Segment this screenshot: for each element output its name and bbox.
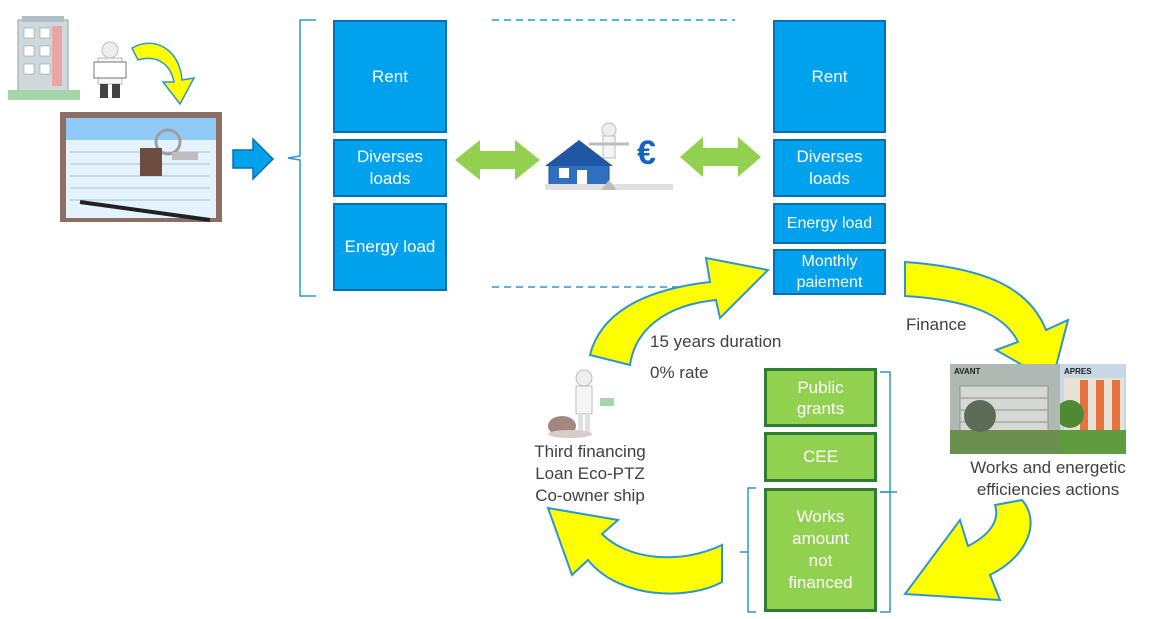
- yellow-arrow-works: [903, 498, 1032, 602]
- works-not-financed-box: Works amount not financed: [764, 488, 877, 612]
- monthly-payment-box: Monthly paiement: [773, 249, 886, 295]
- works-efficiency-label: Works and energetic efficiencies actions: [948, 457, 1148, 501]
- works-not-financed-label: Works amount not financed: [788, 507, 853, 592]
- balance-illustration: €: [545, 120, 673, 196]
- left-rent-box: Rent: [333, 20, 447, 133]
- left-diverses-loads-box: Diverses loads: [333, 139, 447, 197]
- left-brace: [287, 19, 316, 297]
- finance-label: Finance: [906, 315, 967, 334]
- right-brace-grants: [880, 371, 891, 493]
- left-diverses-loads-label: Diverses loads: [356, 147, 424, 188]
- cee-label: CEE: [803, 447, 838, 466]
- third-financing-line2: Loan Eco-PTZ: [535, 464, 645, 483]
- building-illustration: [8, 6, 98, 102]
- investor-illustration: [540, 368, 620, 440]
- yellow-arrow-finance: [904, 260, 1070, 384]
- rent-receipt-photo: [60, 112, 222, 222]
- person-reading-illustration: [88, 40, 138, 100]
- green-double-arrow-right: [680, 137, 761, 177]
- blue-right-arrow: [232, 137, 275, 181]
- right-diverses-loads-box: Diverses loads: [773, 139, 886, 197]
- monthly-payment-label: Monthly paiement: [796, 253, 863, 291]
- left-energy-load-label: Energy load: [344, 237, 436, 256]
- loan-duration-label: 15 years duration: [650, 332, 782, 351]
- yellow-arrow-repay: [588, 256, 771, 367]
- third-financing-label: Third financing Loan Eco-PTZ Co-owner sh…: [520, 441, 660, 507]
- third-financing-line3: Co-owner ship: [535, 486, 645, 505]
- works-label-line1: Works and energetic: [970, 458, 1126, 477]
- after-building-photo: APRES: [1060, 364, 1126, 454]
- public-grants-box: Public grants: [764, 368, 877, 427]
- left-rent-label: Rent: [372, 66, 408, 86]
- right-diverses-loads-label: Diverses loads: [796, 147, 863, 188]
- right-energy-load-box: Energy load: [773, 203, 886, 244]
- left-energy-load-box: Energy load: [333, 203, 447, 291]
- loan-rate-label: 0% rate: [650, 363, 709, 382]
- before-photo-label: AVANT: [954, 367, 980, 376]
- works-label-line2: efficiencies actions: [976, 480, 1120, 499]
- before-building-photo: AVANT: [950, 364, 1060, 454]
- yellow-arrow-loan: [546, 506, 723, 595]
- public-grants-label: Public grants: [796, 377, 845, 418]
- svg-text:€: €: [637, 134, 656, 172]
- green-double-arrow-left: [455, 140, 540, 180]
- cee-box: CEE: [764, 432, 877, 482]
- right-rent-box: Rent: [773, 20, 886, 133]
- right-energy-load-label: Energy load: [786, 214, 873, 232]
- third-financing-line1: Third financing: [534, 442, 646, 461]
- left-brace-works: [740, 487, 756, 613]
- after-photo-label: APRES: [1064, 367, 1092, 376]
- small-yellow-curved-arrow: [131, 42, 196, 106]
- right-rent-label: Rent: [811, 66, 848, 86]
